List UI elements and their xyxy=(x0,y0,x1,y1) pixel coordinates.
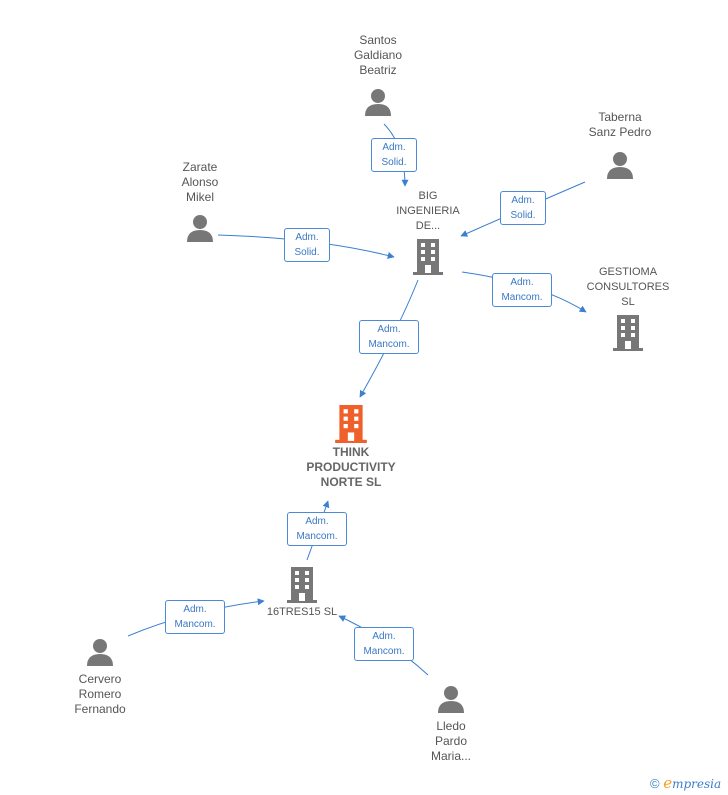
company-node-think[interactable]: THINK PRODUCTIVITY NORTE SL xyxy=(291,405,411,490)
brand-name: mpresia xyxy=(672,777,722,791)
person-icon xyxy=(187,215,213,242)
person-node-cervero[interactable]: Cervero Romero Fernando xyxy=(60,637,140,717)
role-badge-cervero-16tres15[interactable]: Adm. Mancom. xyxy=(165,600,225,634)
building-icon xyxy=(413,239,443,275)
person-node-taberna[interactable]: Taberna Sanz Pedro xyxy=(578,110,662,180)
person-node-zarate[interactable]: Zarate Alonso Mikel xyxy=(160,160,240,243)
person-node-lledo[interactable]: Lledo Pardo Maria... xyxy=(411,684,491,764)
building-icon xyxy=(613,315,643,351)
person-label: Santos Galdiano Beatriz xyxy=(353,33,403,77)
person-label: Taberna Sanz Pedro xyxy=(588,110,652,139)
company-node-gestioma[interactable]: GESTIOMA CONSULTORES SL xyxy=(578,265,678,351)
company-node-16tres15[interactable]: 16TRES15 SL xyxy=(252,567,352,620)
role-badge-taberna-big[interactable]: Adm. Solid. xyxy=(500,191,546,225)
role-badge-16tres15-think[interactable]: Adm. Mancom. xyxy=(287,512,347,546)
person-icon xyxy=(365,89,391,116)
role-badge-zarate-big[interactable]: Adm. Solid. xyxy=(284,228,330,262)
company-label: BIG INGENIERIA DE... xyxy=(396,190,460,232)
person-icon xyxy=(607,152,633,179)
role-badge-lledo-16tres15[interactable]: Adm. Mancom. xyxy=(354,627,414,661)
role-badge-big-think[interactable]: Adm. Mancom. xyxy=(359,320,419,354)
building-icon xyxy=(287,567,317,603)
copyright-symbol: © xyxy=(650,776,660,791)
person-node-santos[interactable]: Santos Galdiano Beatriz xyxy=(338,33,418,117)
role-badge-big-gestioma[interactable]: Adm. Mancom. xyxy=(492,273,552,307)
brand-initial: e xyxy=(663,774,673,792)
company-label: 16TRES15 SL xyxy=(266,606,338,618)
role-badge-santos-big[interactable]: Adm. Solid. xyxy=(371,138,417,172)
building-icon xyxy=(335,405,367,443)
empresia-watermark: © empresia xyxy=(650,774,721,792)
company-label: GESTIOMA CONSULTORES SL xyxy=(586,266,670,308)
person-label: Zarate Alonso Mikel xyxy=(181,160,219,204)
company-label: THINK PRODUCTIVITY NORTE SL xyxy=(306,445,396,489)
person-label: Lledo Pardo Maria... xyxy=(430,719,471,763)
person-icon xyxy=(438,686,464,713)
person-icon xyxy=(87,639,113,666)
company-node-big[interactable]: BIG INGENIERIA DE... xyxy=(380,189,476,275)
person-label: Cervero Romero Fernando xyxy=(74,672,126,716)
